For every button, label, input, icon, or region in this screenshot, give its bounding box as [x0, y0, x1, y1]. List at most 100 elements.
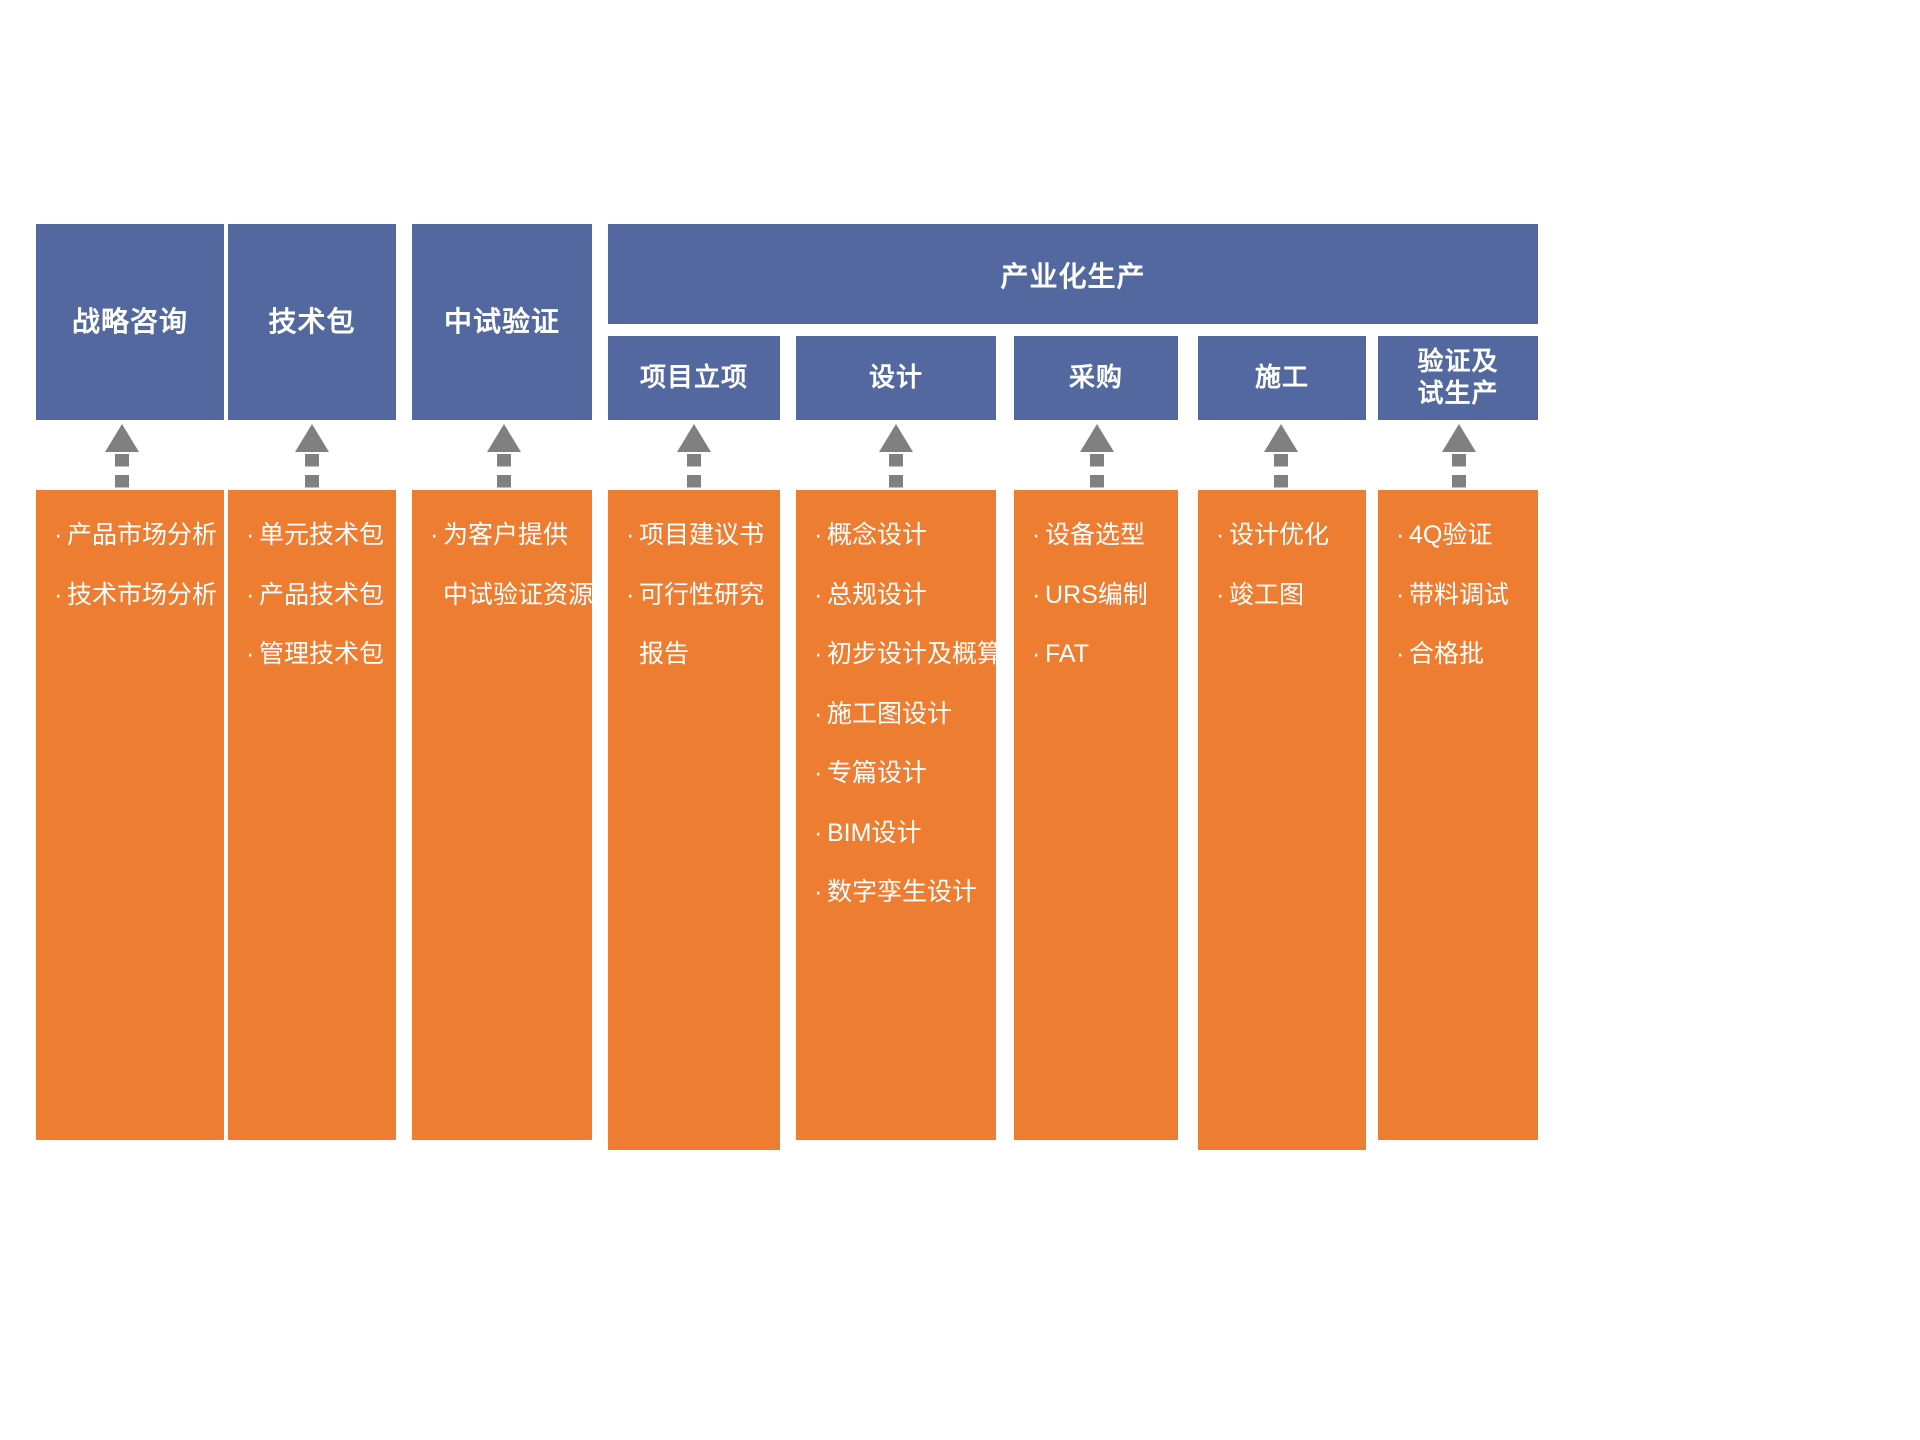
arrow-shaft — [889, 454, 903, 490]
substage-validation-trial-production-label-line1: 验证及 — [1417, 346, 1499, 377]
details-validation-trial-production[interactable]: ·4Q验证·带料调试·合格批 — [1378, 490, 1538, 1140]
arrow-up-design — [879, 424, 913, 490]
detail-list: ·项目建议书·可行性研究·报告 — [608, 520, 780, 670]
detail-item: ·FAT — [1032, 639, 1172, 670]
bullet-icon: · — [246, 640, 255, 668]
arrow-shaft — [305, 454, 319, 490]
arrow-up-project-initiation — [677, 424, 711, 490]
bullet-icon: · — [814, 878, 823, 906]
arrow-shaft — [115, 454, 129, 490]
detail-list: ·单元技术包 ·产品技术包 ·管理技术包 — [228, 520, 396, 670]
arrow-shaft — [1274, 454, 1288, 490]
detail-item-label: 技术市场分析 — [67, 580, 218, 609]
arrow-head-icon — [295, 424, 329, 452]
details-construction[interactable]: ·设计优化·竣工图 — [1198, 490, 1366, 1150]
substage-construction[interactable]: 施工 — [1198, 336, 1366, 420]
bullet-icon: · — [1032, 640, 1041, 668]
detail-list: ·产品市场分析 ·技术市场分析 — [36, 520, 224, 610]
details-technology-package[interactable]: ·单元技术包 ·产品技术包 ·管理技术包 — [228, 490, 396, 1140]
details-pilot-verification[interactable]: ·为客户提供·中试验证资源 — [412, 490, 593, 1140]
substage-validation-trial-production-label-line2: 试生产 — [1417, 378, 1499, 408]
bullet-icon: · — [1396, 640, 1405, 668]
detail-list: ·设计优化·竣工图 — [1198, 520, 1366, 610]
detail-item-label: 带料调试 — [1409, 580, 1510, 609]
detail-item-label: 总规设计 — [827, 580, 928, 609]
substage-design[interactable]: 设计 — [796, 336, 996, 420]
detail-item: ·单元技术包 — [246, 520, 390, 551]
substage-design-label: 设计 — [868, 362, 923, 393]
details-procurement[interactable]: ·设备选型·URS编制·FAT — [1014, 490, 1178, 1140]
production-banner-label: 产业化生产 — [1000, 261, 1146, 292]
bullet-icon: · — [54, 521, 63, 549]
bullet-icon: · — [1216, 580, 1225, 609]
detail-item-label: 数字孪生设计 — [827, 878, 978, 906]
detail-item-label: 产品技术包 — [259, 580, 385, 609]
details-project-initiation[interactable]: ·项目建议书·可行性研究·报告 — [608, 490, 780, 1150]
bullet-icon: · — [626, 521, 635, 549]
bullet-icon: · — [430, 521, 439, 549]
arrow-up-construction — [1264, 424, 1298, 490]
production-banner[interactable]: 产业化生产 — [608, 224, 1538, 324]
substage-project-initiation[interactable]: 项目立项 — [608, 336, 780, 420]
bullet-icon: · — [814, 759, 823, 787]
substage-construction-label: 施工 — [1254, 362, 1309, 393]
detail-item: ·竣工图 — [1216, 580, 1360, 611]
stage-pilot-verification[interactable]: 中试验证 — [412, 224, 592, 420]
stage-technology-package-label: 技术包 — [268, 305, 356, 337]
detail-item-label: FAT — [1045, 640, 1089, 668]
detail-item-label: 单元技术包 — [259, 521, 385, 549]
substage-procurement[interactable]: 采购 — [1014, 336, 1178, 420]
detail-item-label: 可行性研究 — [639, 580, 765, 609]
arrow-up-strategy-consulting — [105, 424, 139, 490]
detail-item: ·合格批 — [1396, 639, 1532, 670]
bullet-icon: · — [626, 580, 635, 609]
detail-item: ·产品技术包 — [246, 580, 390, 611]
detail-list: ·概念设计·总规设计·初步设计及概算·施工图设计·专篇设计·BIM设计·数字孪生… — [796, 520, 1002, 908]
detail-item: ·数字孪生设计 — [814, 877, 990, 908]
detail-item-label: BIM设计 — [827, 818, 922, 847]
arrow-head-icon — [487, 424, 521, 452]
detail-item-label: 设计优化 — [1229, 521, 1330, 549]
substage-project-initiation-label: 项目立项 — [639, 362, 748, 393]
detail-item-label: 管理技术包 — [259, 640, 385, 668]
bullet-icon: · — [1216, 521, 1225, 549]
detail-item-label: 竣工图 — [1229, 580, 1305, 609]
detail-item: ·技术市场分析 — [54, 580, 218, 611]
detail-item-label: 合格批 — [1409, 640, 1485, 668]
substage-validation-trial-production[interactable]: 验证及 试生产 — [1378, 336, 1538, 420]
bullet-icon: · — [814, 521, 823, 549]
detail-item: ·带料调试 — [1396, 580, 1532, 611]
detail-item-label: 项目建议书 — [639, 521, 765, 549]
stage-strategy-consulting-label: 战略咨询 — [71, 305, 188, 337]
arrow-up-technology-package — [295, 424, 329, 490]
details-design[interactable]: ·概念设计·总规设计·初步设计及概算·施工图设计·专篇设计·BIM设计·数字孪生… — [796, 490, 1002, 1140]
details-strategy-consulting[interactable]: ·产品市场分析 ·技术市场分析 — [36, 490, 224, 1140]
arrow-head-icon — [1264, 424, 1298, 452]
detail-list: ·为客户提供·中试验证资源 — [412, 520, 593, 611]
stage-strategy-consulting[interactable]: 战略咨询 — [36, 224, 224, 420]
arrow-shaft — [497, 454, 511, 490]
bullet-icon: · — [1032, 521, 1041, 549]
detail-item: ·4Q验证 — [1396, 520, 1532, 551]
detail-item-label: 中试验证资源 — [443, 580, 594, 609]
detail-item-label: 产品市场分析 — [67, 521, 218, 549]
stage-technology-package[interactable]: 技术包 — [228, 224, 396, 420]
detail-item-label: 初步设计及概算 — [827, 640, 1003, 668]
substage-procurement-label: 采购 — [1068, 362, 1123, 393]
detail-item: ·中试验证资源 — [430, 580, 593, 611]
arrow-head-icon — [105, 424, 139, 452]
detail-item: ·报告 — [626, 639, 774, 670]
bullet-icon: · — [814, 818, 823, 847]
detail-item-label: URS编制 — [1045, 580, 1148, 609]
detail-item: ·项目建议书 — [626, 520, 774, 551]
bullet-icon: · — [814, 699, 823, 728]
detail-item: ·施工图设计 — [814, 699, 990, 730]
bullet-icon: · — [814, 640, 823, 668]
arrow-shaft — [1090, 454, 1104, 490]
detail-item: ·概念设计 — [814, 520, 990, 551]
arrow-up-validation-trial-production — [1442, 424, 1476, 490]
stage-pilot-verification-label: 中试验证 — [443, 305, 560, 337]
detail-item: ·为客户提供 — [430, 520, 586, 551]
detail-item: ·专篇设计 — [814, 758, 990, 789]
